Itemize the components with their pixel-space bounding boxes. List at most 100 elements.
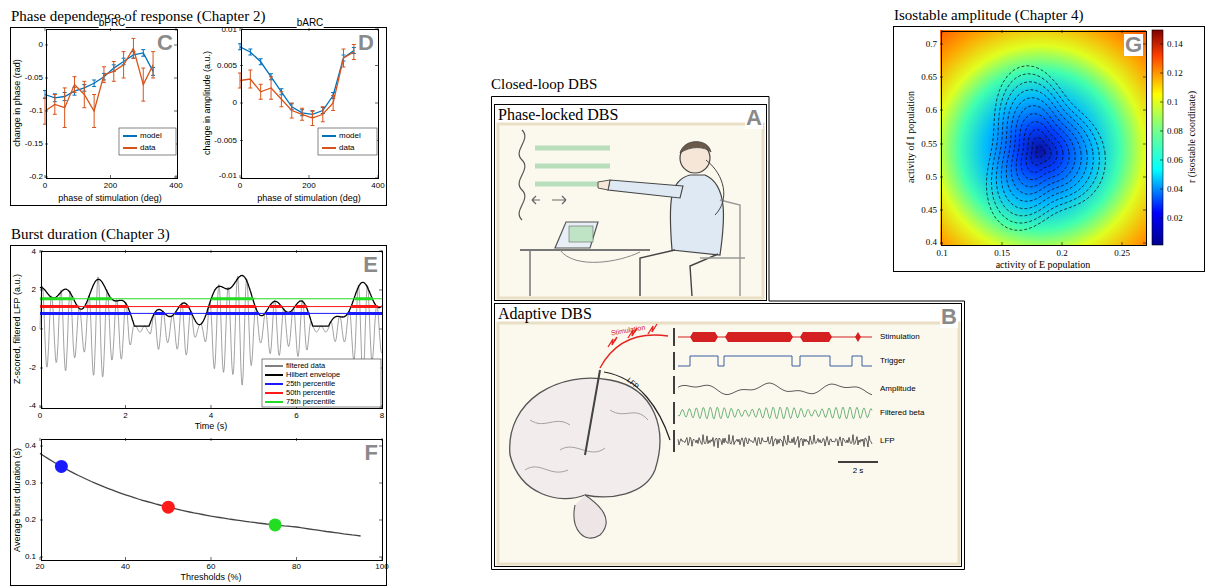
plot-stroke [63,88,67,128]
legend-text: data [140,144,156,152]
plot-stroke [40,453,361,536]
plot-stroke [1143,177,1146,178]
tick-label: 0 [39,41,43,49]
threshold-dot [162,501,175,514]
axis-title: Z-scored, filtered LFP (a.u.) [13,274,22,384]
plot-stroke [279,92,283,107]
plot-stroke [110,175,111,178]
tick-label: -0.15 [25,140,43,148]
isostable-contour [1036,146,1045,158]
plot-stroke [240,47,354,115]
tick-label: 100 [375,563,388,571]
plot-stroke [248,70,252,88]
axis-title: r (isostable coordinate) [1187,91,1197,183]
plot-stroke [53,95,57,115]
tick-label: 0 [32,325,36,333]
heatmap [940,30,1146,245]
legend-swatch [322,135,336,137]
legend-swatch [322,147,336,149]
panel-letter: F [364,442,379,464]
tick-label: Thresholds (%) [180,573,241,582]
signal-label: 2 s [853,467,864,475]
box-heading: Adaptive DBS [498,306,592,322]
isostable-contour [996,82,1093,216]
tick-label: 200 [302,182,315,190]
plot-stroke [379,290,382,291]
tick-label: 0.6 [926,106,937,115]
plot-stroke [1160,102,1163,103]
plot-stroke [259,84,263,99]
tick-label: 0.55 [921,140,937,149]
tick-label: 8 [380,412,384,420]
tick-label: 0.2 [25,516,36,524]
tick-label: 400 [169,182,182,190]
chapter-panel: Isostable amplitude (Chapter 4)G [893,26,1205,272]
plot-stroke [141,50,145,57]
panel-letter: B [940,306,958,328]
plot-stroke [1143,144,1146,145]
tick-label: 40 [121,563,130,571]
legend-entry: 75th percentile [265,398,335,406]
tick-label: 400 [371,182,384,190]
box-heading: Phase-locked DBS [498,107,618,123]
tick-label: 0.04 [1167,185,1183,194]
plot-title: bPRC [99,18,126,28]
tick-label: 0 [38,412,42,420]
tick-label: 0.5 [926,173,937,182]
signal-label: Filtered beta [880,409,924,417]
tick-label: -0.01 [219,172,237,180]
panel-letter: D [357,32,375,54]
legend-entry: Hilbert envelope [265,371,340,379]
isostable-contour [1006,98,1081,202]
panel-letter: C [156,32,174,54]
plot-stroke [240,52,354,118]
tick-label: Time (s) [195,422,228,431]
plot-title: bARC [297,18,324,28]
plot-stroke [269,77,273,100]
plot-stroke [112,62,116,82]
plot-stroke [131,38,135,58]
threshold-dot [269,518,282,531]
tick-label: 6 [294,412,298,420]
plot-stroke [45,48,153,111]
legend-text: filtered data [286,362,325,370]
tick-label: activity of E population [996,260,1091,270]
chapter-panel: Phase dependence of response (Chapter 2)… [10,27,387,206]
legend-text: 50th percentile [286,389,335,397]
plot-stroke [176,175,177,178]
plot-stroke [375,65,378,66]
plot-stroke [211,405,212,408]
legend-entry: data [123,144,156,152]
tick-label: 0.4 [25,442,36,450]
tick-label: 0.14 [1167,40,1183,49]
legend-entry: filtered data [265,362,325,370]
isostable-contour [986,66,1105,231]
signal-label: LFP [880,437,895,445]
plot-stroke [125,557,126,560]
plot-stroke [122,52,126,78]
tick-label: 0.45 [921,206,937,215]
plot-stroke [174,45,177,46]
axis-title: change in phase (rad) [13,59,22,147]
tick-label: 20 [36,563,45,571]
tick-label: -0.005 [214,137,237,145]
legend-swatch [123,147,137,149]
plot-axes: G [941,31,1147,246]
plot-stroke [102,67,106,83]
plot-stroke [678,435,872,448]
panel-heading: Burst duration (Chapter 3) [11,227,170,242]
tick-label: 0.005 [217,62,237,70]
plot-stroke [259,59,263,65]
plot-stroke [375,103,378,104]
patient-illustration [498,124,763,298]
signal-label: Amplitude [880,385,916,393]
plot-stroke [321,107,325,122]
tick-label: phase of stimulation (deg) [257,194,361,203]
panel-letter: A [745,107,763,129]
dbs-box: Phase-locked DBS A [494,104,767,301]
plot-stroke [40,313,382,314]
legend-entry: 50th percentile [265,389,335,397]
legend-text: model [140,132,162,140]
legend-swatch [265,374,283,376]
plot-stroke [1002,242,1003,245]
